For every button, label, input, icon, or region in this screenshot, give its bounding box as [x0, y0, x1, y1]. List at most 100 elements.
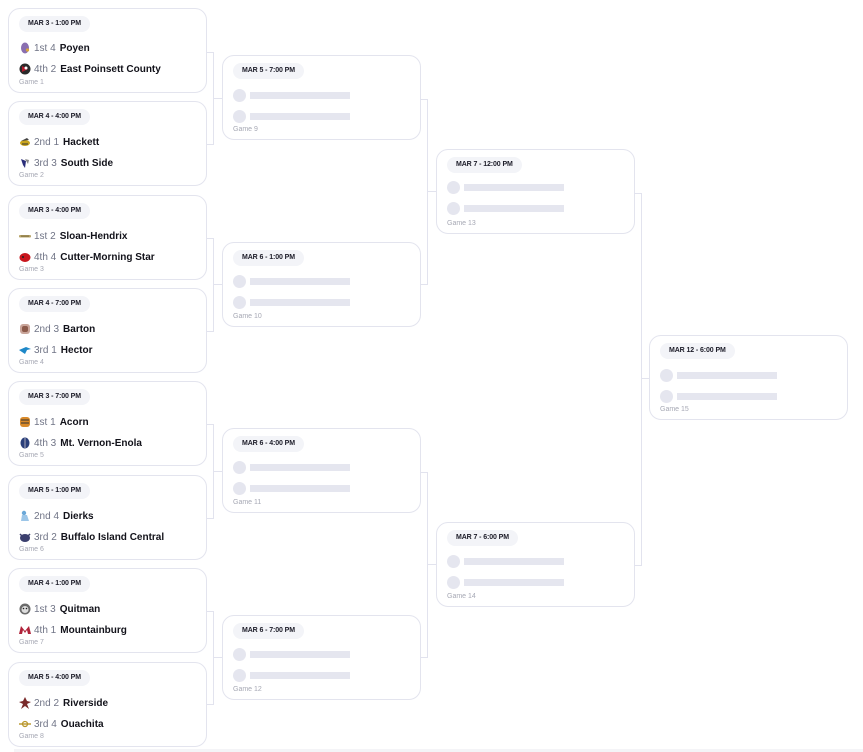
dierks-logo-icon	[19, 510, 31, 522]
logo-placeholder	[447, 181, 460, 194]
team-name: Buffalo Island Central	[60, 531, 165, 543]
logo-placeholder	[233, 296, 246, 309]
ouachita-logo-icon	[19, 718, 31, 730]
game-date-pill: MAR 5 - 1:00 PM	[19, 483, 90, 499]
game-date-pill: MAR 6 - 1:00 PM	[233, 250, 304, 266]
connector-line	[427, 191, 436, 192]
game-card-2[interactable]: MAR 4 - 4:00 PM 2nd 1 Hackett 3rd 3 Sout…	[8, 101, 207, 186]
game-card-6[interactable]: MAR 5 - 1:00 PM 2nd 4 Dierks 3rd 2 Buffa…	[8, 475, 207, 560]
team-name: Sloan-Hendrix	[59, 230, 128, 242]
team-name: East Poinsett County	[60, 63, 161, 75]
team-row[interactable]: 1st 2 Sloan-Hendrix	[19, 229, 127, 243]
game-number-label: Game 3	[19, 266, 44, 273]
team-placeholder	[233, 648, 350, 661]
logo-placeholder	[233, 669, 246, 682]
team-seed: 2nd 3	[34, 323, 60, 335]
game-card-11[interactable]: MAR 6 - 4:00 PM Game 11	[222, 428, 421, 513]
team-placeholder	[447, 555, 564, 568]
acorn-logo-icon	[19, 416, 31, 428]
connector-line	[641, 378, 649, 379]
connector-line	[207, 518, 213, 519]
team-seed: 3rd 4	[34, 718, 57, 730]
game-card-14[interactable]: MAR 7 - 6:00 PM Game 14	[436, 522, 635, 607]
team-row[interactable]: 3rd 1 Hector	[19, 343, 92, 357]
game-number-label: Game 11	[233, 499, 262, 506]
hector-logo-icon	[19, 344, 31, 356]
team-name: Mt. Vernon-Enola	[60, 437, 142, 449]
buffalo-island-central-logo-icon	[19, 531, 31, 543]
game-date-pill: MAR 4 - 1:00 PM	[19, 576, 90, 592]
team-row[interactable]: 2nd 4 Dierks	[19, 509, 94, 523]
team-placeholder	[233, 110, 350, 123]
team-placeholder	[660, 369, 777, 382]
team-row[interactable]: 1st 3 Quitman	[19, 602, 100, 616]
game-card-5[interactable]: MAR 3 - 7:00 PM 1st 1 Acorn 4th 3 Mt. Ve…	[8, 381, 207, 466]
team-seed: 4th 3	[34, 437, 57, 449]
team-placeholder	[233, 669, 350, 682]
team-placeholder	[447, 576, 564, 589]
game-card-7[interactable]: MAR 4 - 1:00 PM 1st 3 Quitman 4th 1 Moun…	[8, 568, 207, 653]
logo-placeholder	[233, 89, 246, 102]
team-row[interactable]: 1st 1 Acorn	[19, 415, 89, 429]
connector-line	[641, 193, 642, 566]
game-number-label: Game 5	[19, 452, 44, 459]
connector-line	[427, 564, 436, 565]
game-number-label: Game 6	[19, 546, 44, 553]
connector-line	[207, 52, 213, 53]
team-name: Acorn	[59, 416, 89, 428]
connector-line	[213, 611, 214, 705]
sloan-hendrix-logo-icon	[19, 230, 31, 242]
game-card-1[interactable]: MAR 3 - 1:00 PM 1st 4 Poyen 4th 2 East P…	[8, 8, 207, 93]
game-number-label: Game 2	[19, 172, 44, 179]
game-card-3[interactable]: MAR 3 - 4:00 PM 1st 2 Sloan-Hendrix 4th …	[8, 195, 207, 280]
game-date-pill: MAR 3 - 4:00 PM	[19, 203, 90, 219]
game-number-label: Game 4	[19, 359, 44, 366]
game-card-4[interactable]: MAR 4 - 7:00 PM 2nd 3 Barton 3rd 1 Hecto…	[8, 288, 207, 373]
game-card-8[interactable]: MAR 5 - 4:00 PM 2nd 2 Riverside 3rd 4 Ou…	[8, 662, 207, 747]
game-date-pill: MAR 6 - 7:00 PM	[233, 623, 304, 639]
team-row[interactable]: 2nd 1 Hackett	[19, 135, 99, 149]
game-number-label: Game 10	[233, 313, 262, 320]
name-placeholder	[464, 558, 564, 565]
connector-line	[420, 472, 427, 473]
connector-line	[213, 98, 222, 99]
team-row[interactable]: 2nd 3 Barton	[19, 322, 95, 336]
name-placeholder	[464, 579, 564, 586]
team-seed: 4th 2	[34, 63, 57, 75]
mountainburg-logo-icon	[19, 624, 31, 636]
team-placeholder	[233, 275, 350, 288]
name-placeholder	[250, 464, 350, 471]
team-seed: 1st 2	[34, 230, 56, 242]
game-number-label: Game 14	[447, 593, 476, 600]
connector-line	[213, 657, 222, 658]
connector-line	[207, 611, 213, 612]
name-placeholder	[250, 672, 350, 679]
name-placeholder	[250, 485, 350, 492]
south-side-logo-icon	[19, 157, 31, 169]
game-card-10[interactable]: MAR 6 - 1:00 PM Game 10	[222, 242, 421, 327]
team-name: South Side	[60, 157, 114, 169]
game-card-12[interactable]: MAR 6 - 7:00 PM Game 12	[222, 615, 421, 700]
team-row[interactable]: 3rd 4 Ouachita	[19, 717, 104, 731]
team-row[interactable]: 4th 3 Mt. Vernon-Enola	[19, 436, 142, 450]
game-card-13[interactable]: MAR 7 - 12:00 PM Game 13	[436, 149, 635, 234]
team-row[interactable]: 4th 4 Cutter-Morning Star	[19, 250, 155, 264]
game-number-label: Game 12	[233, 686, 262, 693]
team-row[interactable]: 4th 2 East Poinsett County	[19, 62, 161, 76]
hackett-logo-icon	[19, 136, 31, 148]
team-row[interactable]: 4th 1 Mountainburg	[19, 623, 127, 637]
connector-line	[207, 424, 213, 425]
game-card-9[interactable]: MAR 5 - 7:00 PM Game 9	[222, 55, 421, 140]
mt-vernon-enola-logo-icon	[19, 437, 31, 449]
team-row[interactable]: 3rd 2 Buffalo Island Central	[19, 530, 164, 544]
game-card-15[interactable]: MAR 12 - 6:00 PM Game 15	[649, 335, 848, 420]
team-row[interactable]: 1st 4 Poyen	[19, 41, 90, 55]
logo-placeholder	[233, 482, 246, 495]
name-placeholder	[464, 184, 564, 191]
name-placeholder	[677, 393, 777, 400]
game-number-label: Game 7	[19, 639, 44, 646]
team-seed: 2nd 1	[34, 136, 60, 148]
east-poinsett-county-logo-icon	[19, 63, 31, 75]
team-row[interactable]: 3rd 3 South Side	[19, 156, 113, 170]
team-row[interactable]: 2nd 2 Riverside	[19, 696, 108, 710]
